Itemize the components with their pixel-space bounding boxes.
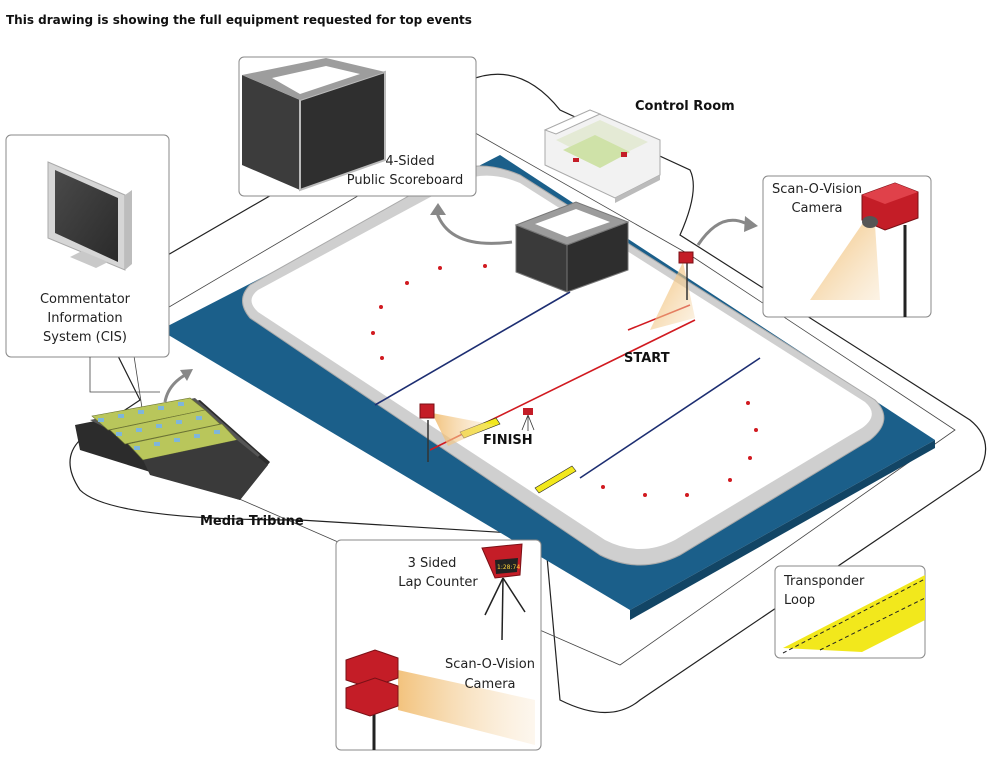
blue-line-right: [579, 357, 761, 479]
transponder-callout: Transponder Loop: [774, 565, 926, 659]
cis-callout: Commentator Information System (CIS): [5, 134, 170, 358]
scoreboard-callout: 4-Sided Public Scoreboard: [238, 56, 477, 197]
media-tribune-label: Media Tribune: [200, 514, 304, 529]
cis-label-3: System (CIS): [43, 330, 127, 345]
ice-surface: [251, 175, 872, 550]
page-heading: This drawing is showing the full equipme…: [6, 13, 472, 27]
centre-scoreboard: [514, 201, 630, 293]
control-room-label: Control Room: [635, 99, 735, 114]
lap-counter-label-2: Lap Counter: [398, 575, 478, 590]
rink-camera-beam-top: [650, 262, 695, 330]
finish-label: FINISH: [483, 433, 533, 448]
transponder-label-2: Loop: [784, 593, 815, 608]
camera-top-arrowhead: [744, 216, 758, 232]
camera-top-label-1: Scan-O-Vision: [772, 182, 862, 197]
ice-markers: [371, 264, 758, 497]
cis-connector-line: [89, 357, 160, 393]
rink-surround-edge: [630, 440, 935, 620]
lap-counter-callout: 1:28:74 3 Sided Lap Counter Scan-O-Visio…: [335, 539, 542, 751]
camera-top-label-2: Camera: [791, 201, 842, 216]
lap-counter-label-1: 3 Sided: [408, 556, 457, 571]
cis-label-1: Commentator: [40, 292, 131, 307]
camera-bottom-label-1: Scan-O-Vision: [445, 657, 535, 672]
rink-camera-beam-finish: [432, 413, 495, 446]
camera-top-callout: Scan-O-Vision Camera: [762, 175, 932, 318]
cis-arrowhead: [180, 369, 193, 381]
blue-line-left: [374, 291, 571, 406]
transponder-strip-lower: [534, 465, 577, 494]
camera-bottom-label-2: Camera: [464, 677, 515, 692]
scoreboard-label-1: 4-Sided: [385, 154, 434, 169]
rink-camera-finish: [419, 403, 435, 462]
control-room: [543, 109, 661, 203]
cis-arrow: [163, 373, 186, 403]
cis-label-2: Information: [47, 311, 122, 326]
start-label: START: [624, 351, 670, 366]
media-tribune: [75, 397, 270, 500]
scoreboard-arrow: [435, 212, 513, 245]
scoreboard-arrowhead: [430, 203, 446, 215]
rink-camera-top: [678, 251, 694, 300]
lap-counter-display: 1:28:74: [497, 564, 520, 571]
camera-top-arrow: [696, 218, 746, 246]
scoreboard-label-2: Public Scoreboard: [347, 173, 464, 188]
transponder-label-1: Transponder: [783, 574, 865, 589]
rink-lap-counter: [521, 408, 535, 431]
